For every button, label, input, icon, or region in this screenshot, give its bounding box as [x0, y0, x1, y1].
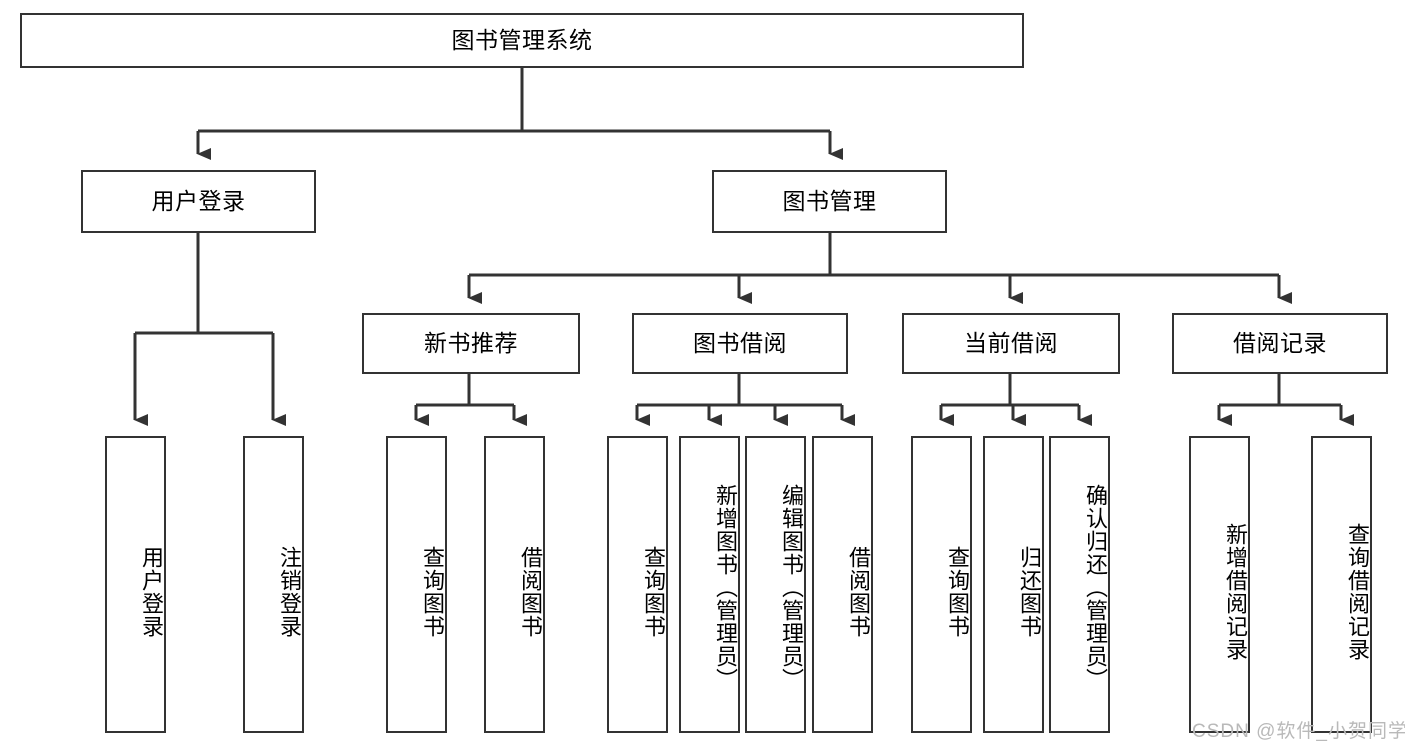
- node-new-book-rec[interactable]: 新书推荐: [362, 313, 580, 374]
- node-leaf-borrow-book-2-label: 借阅图书: [846, 545, 871, 638]
- node-borrow-record[interactable]: 借阅记录: [1172, 313, 1388, 374]
- node-user-login-label: 用户登录: [151, 187, 246, 214]
- node-root-label: 图书管理系统: [451, 26, 593, 53]
- node-leaf-add-record-label: 新增借阅记录: [1223, 522, 1248, 661]
- node-leaf-confirm-return-label: 确认归还（管理员）: [1083, 484, 1108, 691]
- watermark-text: CSDN @软件_小贺同学: [1192, 721, 1405, 742]
- node-book-manage-label: 图书管理: [782, 187, 877, 214]
- node-leaf-user-logout[interactable]: 注销登录: [243, 436, 304, 733]
- node-root[interactable]: 图书管理系统: [20, 13, 1024, 68]
- node-book-borrow-label: 图书借阅: [693, 329, 787, 356]
- node-book-borrow[interactable]: 图书借阅: [632, 313, 848, 374]
- node-leaf-edit-book[interactable]: 编辑图书（管理员）: [745, 436, 806, 733]
- node-leaf-query-record-label: 查询借阅记录: [1345, 522, 1370, 661]
- node-leaf-confirm-return[interactable]: 确认归还（管理员）: [1049, 436, 1110, 733]
- node-current-borrow-label: 当前借阅: [964, 329, 1058, 356]
- node-leaf-add-book-label: 新增图书（管理员）: [713, 484, 738, 691]
- node-leaf-return-book[interactable]: 归还图书: [983, 436, 1044, 733]
- node-leaf-add-book[interactable]: 新增图书（管理员）: [679, 436, 740, 733]
- node-leaf-query-book-3[interactable]: 查询图书: [911, 436, 972, 733]
- node-new-book-rec-label: 新书推荐: [424, 329, 518, 356]
- node-current-borrow[interactable]: 当前借阅: [902, 313, 1120, 374]
- node-leaf-query-book-3-label: 查询图书: [945, 545, 970, 638]
- node-user-login[interactable]: 用户登录: [81, 170, 316, 233]
- node-book-manage[interactable]: 图书管理: [712, 170, 947, 233]
- node-leaf-user-logout-label: 注销登录: [277, 545, 302, 638]
- node-leaf-query-book-1[interactable]: 查询图书: [386, 436, 447, 733]
- node-leaf-query-record[interactable]: 查询借阅记录: [1311, 436, 1372, 733]
- node-leaf-return-book-label: 归还图书: [1017, 545, 1042, 638]
- node-leaf-query-book-2[interactable]: 查询图书: [607, 436, 668, 733]
- node-leaf-borrow-book-1[interactable]: 借阅图书: [484, 436, 545, 733]
- node-leaf-user-login[interactable]: 用户登录: [105, 436, 166, 733]
- node-leaf-borrow-book-2[interactable]: 借阅图书: [812, 436, 873, 733]
- node-leaf-query-book-2-label: 查询图书: [641, 545, 666, 638]
- node-leaf-add-record[interactable]: 新增借阅记录: [1189, 436, 1250, 733]
- node-leaf-query-book-1-label: 查询图书: [420, 545, 445, 638]
- node-borrow-record-label: 借阅记录: [1233, 329, 1327, 356]
- node-leaf-edit-book-label: 编辑图书（管理员）: [779, 484, 804, 691]
- node-leaf-borrow-book-1-label: 借阅图书: [518, 545, 543, 638]
- node-leaf-user-login-label: 用户登录: [139, 545, 164, 638]
